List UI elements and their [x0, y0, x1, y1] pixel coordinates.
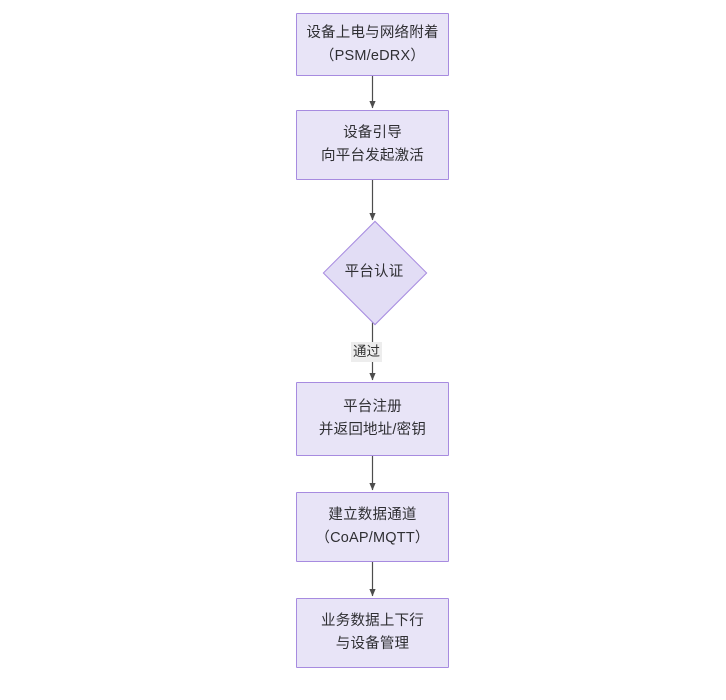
node-platform-auth-label: 平台认证 — [344, 263, 404, 280]
node-power-on-line-2: （PSM/eDRX） — [319, 47, 426, 64]
node-business-data[interactable]: 业务数据上下行 与设备管理 — [296, 598, 449, 668]
node-data-channel-line-1: 建立数据通道 — [328, 507, 417, 523]
node-data-channel-line-2: （CoAP/MQTT） — [315, 530, 430, 546]
node-power-on[interactable]: 设备上电与网络附着 （PSM/eDRX） — [296, 13, 449, 76]
node-platform-auth[interactable]: 平台认证 — [322, 220, 428, 326]
node-business-data-line-1: 业务数据上下行 — [321, 613, 424, 629]
node-register-line-2: 并返回地址/密钥 — [318, 422, 427, 438]
node-business-data-line-2: 与设备管理 — [335, 636, 410, 652]
node-data-channel[interactable]: 建立数据通道 （CoAP/MQTT） — [296, 492, 449, 562]
node-bootstrap[interactable]: 设备引导 向平台发起激活 — [296, 110, 449, 180]
node-register[interactable]: 平台注册 并返回地址/密钥 — [296, 382, 449, 456]
node-power-on-line-1: 设备上电与网络附着 — [306, 24, 439, 41]
node-register-line-1: 平台注册 — [343, 399, 402, 415]
edge-label-pass: 通过 — [351, 342, 382, 362]
node-bootstrap-line-1: 设备引导 — [343, 125, 402, 141]
node-bootstrap-line-2: 向平台发起激活 — [321, 148, 424, 164]
